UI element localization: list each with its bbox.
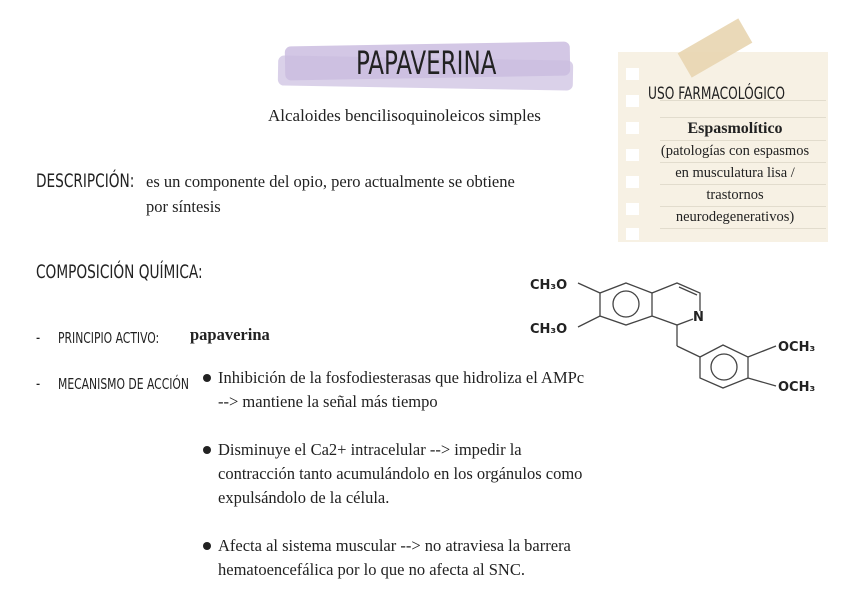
descripcion-label: DESCRIPCIÓN: [36,170,135,192]
note-line [660,162,826,163]
note-hole [626,203,639,215]
descripcion-line2: por síntesis [146,197,221,216]
line: Inhibición de la fosfodiesterasas que hi… [218,368,585,387]
ring-c [699,344,749,389]
uso-line: trastornos [706,187,764,203]
line: hematoencefálica por lo que no afecta al… [218,560,525,579]
mecanismo-label: MECANISMO DE ACCIÓN [58,375,189,393]
ch3o-top: CH₃O [530,278,567,293]
uso-heading: Espasmolítico [687,120,783,137]
note-hole [626,228,639,240]
mecanismo-item-1: Inhibición de la fosfodiesterasas que hi… [218,366,584,414]
note-line [660,228,826,229]
ring-a [599,282,653,326]
line: Disminuye el Ca2+ intracelular --> imped… [218,440,522,459]
note-hole [626,149,639,161]
note-line [660,206,826,207]
line: expulsándolo de la célula. [218,488,390,507]
line: Afecta al sistema muscular --> no atravi… [218,536,571,555]
uso-line: (patologías con espasmos [660,143,810,159]
note-line [660,117,826,118]
ring-c-circle [710,353,738,381]
principio-label: PRINCIPIO ACTIVO: [58,329,160,347]
ring-b [651,282,701,311]
ch3o-bottom: CH₃O [530,322,567,337]
line: --> mantiene la señal más tiempo [218,392,438,411]
uso-label: USO FARMACOLÓGICO [648,84,785,104]
ring-a-circle [612,290,640,318]
subtitle: Alcaloides bencilisoquinoleicos simples [268,106,541,125]
mecanismo-item-2: Disminuye el Ca2+ intracelular --> imped… [218,438,582,510]
bullet-1 [203,374,211,382]
descripcion-line1: es un componente del opio, pero actualme… [146,172,515,191]
composicion-label: COMPOSICIÓN QUÍMICA: [36,261,203,283]
principio-value: papaverina [190,325,270,344]
line: contracción tanto acumulándolo en los or… [218,464,583,483]
mecanismo-dash: - [36,374,41,393]
note-hole [626,122,639,134]
uso-line: en musculatura lisa / [675,165,795,181]
note-line [660,140,826,141]
note-hole [626,68,639,80]
bullet-3 [203,542,211,550]
principio-dash: - [36,328,41,347]
bullet-2 [203,446,211,454]
note-hole [626,176,639,188]
ring-b-lower [651,315,694,326]
uso-note-card [618,52,828,242]
uso-line: neurodegenerativos) [675,209,795,225]
note-hole [626,95,639,107]
och3-bottom: OCH₃ [778,380,815,395]
page-title: PAPAVERINA [356,44,497,82]
nitrogen: N [693,310,704,325]
note-line [660,100,826,101]
uso-content: Espasmolítico (patologías con espasmos e… [640,118,830,228]
mecanismo-item-3: Afecta al sistema muscular --> no atravi… [218,534,571,582]
och3-top: OCH₃ [778,340,815,355]
note-line [660,184,826,185]
